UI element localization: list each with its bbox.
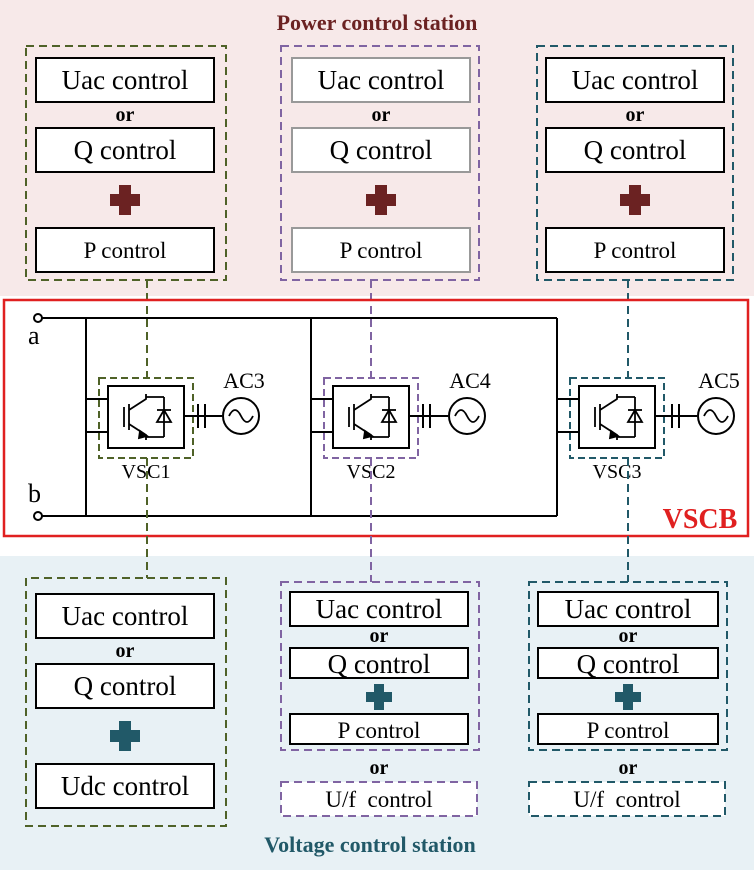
power-column-2-frame (280, 45, 480, 281)
voltage-column-3: Uac control or Q control P control or U/… (528, 581, 728, 817)
power-column-2-q-box (291, 127, 471, 173)
voltage-column-2-q-label: Q control (328, 649, 431, 679)
power-column-1: Uac control or Q control P control (25, 45, 227, 281)
voltage-column-1-or: or (116, 640, 135, 662)
voltage-column-1-udc-label: Udc control (61, 771, 189, 801)
voltage-column-2-or: or (370, 625, 389, 647)
sine-wave-icon (228, 409, 254, 423)
voltage-column-2-p-label: P control (338, 718, 421, 743)
voltage-column-2-plus-icon (366, 684, 392, 710)
power-column-1-or: or (116, 104, 135, 126)
voltage-column-3-q-label: Q control (577, 649, 680, 679)
voltage-column-3-p-label: P control (587, 718, 670, 743)
power-column-3-q-box (545, 127, 725, 173)
ac-filter-line-3 (655, 404, 697, 428)
power-column-2: Uac control or Q control P control (280, 45, 480, 281)
power-column-3-uac-box (545, 57, 725, 103)
power-column-2-uac-label: Uac control (318, 65, 445, 95)
dc-bus-wiring (42, 317, 579, 517)
vscb-label: VSCB (663, 504, 738, 535)
voltage-column-1-q-label: Q control (74, 671, 177, 701)
voltage-column-3-or: or (619, 625, 638, 647)
power-column-2-uac-box (291, 57, 471, 103)
node-a-label: a (28, 321, 40, 350)
igbt-icon (594, 394, 644, 440)
power-column-1-plus-icon (110, 185, 140, 215)
power-column-3-or: or (626, 104, 645, 126)
voltage-column-1: Uac control or Q control Udc control (25, 577, 227, 827)
voltage-column-3-uac-box (537, 591, 719, 627)
power-column-3-frame (536, 45, 734, 281)
sine-wave-icon (703, 409, 729, 423)
voltage-column-1-uac-label: Uac control (62, 601, 189, 631)
voltage-column-3-plus-icon (615, 684, 641, 710)
igbt-icon (348, 394, 398, 440)
voltage-column-2-frame (280, 581, 480, 751)
voltage-column-2-uf-box (280, 781, 478, 817)
terminal-b (33, 511, 43, 521)
power-column-3-p-box (545, 227, 725, 273)
voltage-column-2-uac-box (289, 591, 469, 627)
voltage-column-1-plus-icon (110, 721, 140, 751)
voltage-column-3-p-box (537, 713, 719, 745)
vsc1-ac-label: AC3 (223, 368, 265, 393)
power-column-2-plus-icon (366, 185, 396, 215)
ac-filter-line-2 (409, 404, 448, 428)
voltage-column-2-uac-label: Uac control (316, 594, 443, 624)
power-column-1-uac-label: Uac control (62, 65, 189, 95)
power-column-3-uac-label: Uac control (572, 65, 699, 95)
power-column-3-q-label: Q control (584, 135, 687, 165)
voltage-column-3-q-box (537, 647, 719, 679)
voltage-column-3-or-2: or (619, 757, 638, 779)
vsc2-ac-label: AC4 (449, 368, 491, 393)
terminal-a (33, 313, 43, 323)
sine-wave-icon (454, 409, 480, 423)
voltage-column-2-p-box (289, 713, 469, 745)
vsc1: AC3 VSC1 (98, 368, 265, 483)
power-column-2-q-label: Q control (330, 135, 433, 165)
voltage-column-1-q-box (35, 663, 215, 709)
power-column-3-plus-icon (620, 185, 650, 215)
voltage-column-3-uac-label: Uac control (565, 594, 692, 624)
ac-filter-line-1 (184, 404, 222, 428)
voltage-column-2-q-box (289, 647, 469, 679)
vsc3-label: VSC3 (593, 461, 642, 483)
voltage-column-3-uf-label: U/f control (573, 787, 680, 812)
power-column-2-p-box (291, 227, 471, 273)
vsc3: AC5 VSC3 (569, 368, 740, 483)
vscb-frame (2, 298, 750, 538)
voltage-column-3-uf-box (528, 781, 726, 817)
node-b-label: b (28, 479, 41, 508)
vsc3-dashed-frame (569, 377, 665, 459)
power-column-1-q-box (35, 127, 215, 173)
igbt-icon (123, 394, 173, 440)
voltage-station-title: Voltage control station (264, 832, 475, 857)
voltage-column-2: Uac control or Q control P control or U/… (280, 581, 480, 817)
vsc3-ac-label: AC5 (698, 368, 740, 393)
voltage-column-3-frame (528, 581, 728, 751)
voltage-column-2-uf-label: U/f control (325, 787, 432, 812)
voltage-column-1-frame (25, 577, 227, 827)
vsc2: AC4 VSC2 (323, 368, 491, 483)
power-column-1-uac-box (35, 57, 215, 103)
power-column-3-p-label: P control (594, 238, 677, 263)
power-column-2-p-label: P control (340, 238, 423, 263)
voltage-column-2-or-2: or (370, 757, 389, 779)
voltage-column-1-uac-box (35, 593, 215, 639)
power-column-1-q-label: Q control (74, 135, 177, 165)
power-column-1-p-label: P control (84, 238, 167, 263)
voltage-column-1-udc-box (35, 763, 215, 809)
power-column-1-p-box (35, 227, 215, 273)
power-column-2-or: or (372, 104, 391, 126)
power-column-3: Uac control or Q control P control (536, 45, 734, 281)
power-column-1-frame (25, 45, 227, 281)
power-station-title: Power control station (277, 10, 478, 35)
